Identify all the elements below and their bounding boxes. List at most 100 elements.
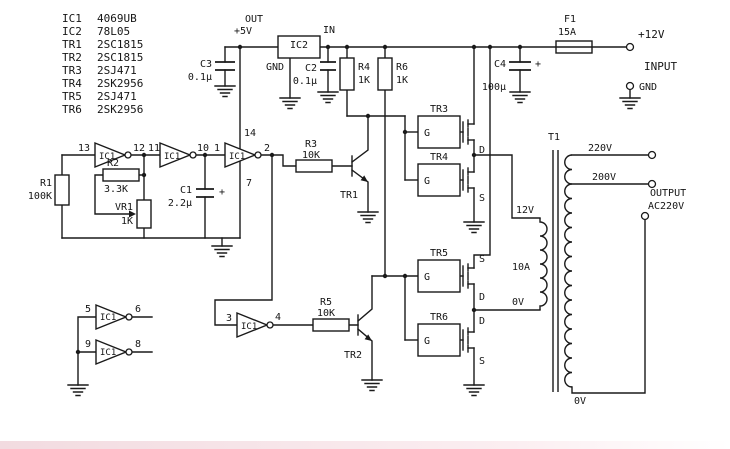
resistor-r2: [102, 168, 140, 182]
gate5-label: IC1: [100, 313, 116, 323]
parts-value: 78L05: [97, 25, 130, 38]
fuse-f1-body: [555, 40, 593, 54]
label-c2: C2: [305, 63, 317, 74]
label-c3-val: 0.1μ: [188, 72, 212, 83]
capacitor-c1: [196, 188, 214, 198]
terminal-plus12v: [625, 42, 635, 52]
parts-ref: TR4: [62, 77, 82, 90]
label-tap-220v: 220V: [588, 143, 612, 154]
capacitor-c4: [509, 61, 531, 71]
parts-value: 2SC1815: [97, 51, 143, 64]
label-r2: R2: [107, 158, 119, 169]
terminal-220v: [647, 150, 657, 160]
label-c3: C3: [200, 59, 212, 70]
gate3-bubble: [254, 151, 262, 159]
parts-value: 2SC1815: [97, 38, 143, 51]
pin-8: 8: [135, 339, 141, 350]
inverter-gate-2: [159, 141, 192, 169]
label-tr5-gate: G: [424, 272, 430, 283]
label-tap-0v-primary: 0V: [512, 297, 524, 308]
inverter-gate-1: [94, 141, 127, 169]
label-c1: C1: [180, 185, 192, 196]
ground-tr2: [361, 379, 383, 392]
capacitor-c2: [320, 61, 336, 71]
terminals: [625, 42, 657, 221]
vr1-wiper-arrow: [129, 210, 136, 218]
component-bodies: [54, 35, 593, 366]
ground-oscillator: [211, 245, 233, 258]
mosfet-tr6-box: [417, 323, 461, 357]
label-t1: T1: [548, 132, 560, 143]
junction-dots: [75, 44, 523, 355]
label-c2-val: 0.1μ: [293, 76, 317, 87]
label-in: IN: [323, 25, 335, 36]
gate6-label: IC1: [100, 348, 116, 358]
ground-tr6: [463, 384, 485, 397]
label-rating-10a: 10A: [512, 262, 530, 273]
ground-spare-gates: [67, 384, 89, 397]
label-tr5-drain: D: [479, 292, 485, 303]
parts-ref: TR1: [62, 38, 82, 51]
label-tr5-source: S: [479, 254, 485, 265]
pin-14: 14: [244, 128, 256, 139]
label-r2-val: 3.3K: [104, 184, 128, 195]
label-c1-plus: +: [219, 187, 225, 198]
gate3-label: IC1: [229, 152, 245, 162]
label-c1-val: 2.2μ: [168, 198, 192, 209]
label-input: INPUT: [644, 60, 677, 73]
label-f1-val: 15A: [558, 27, 576, 38]
wire-segments: [61, 46, 650, 394]
label-r3: R3: [305, 139, 317, 150]
parts-value: 2SK2956: [97, 103, 143, 116]
bottom-artifact-strip: [0, 441, 730, 449]
label-input-gnd: GND: [639, 82, 657, 93]
pin-3: 3: [226, 313, 232, 324]
gate1-bubble: [124, 151, 132, 159]
ground-c4: [509, 91, 531, 104]
parts-ref: IC1: [62, 12, 82, 25]
terminal-input-gnd: [625, 81, 635, 91]
gate4-label: IC1: [241, 322, 257, 332]
parts-ref: TR5: [62, 90, 82, 103]
label-r1-val: 100K: [28, 191, 52, 202]
label-ac220v: AC220V: [648, 201, 684, 212]
label-tr4-source: S: [479, 193, 485, 204]
parts-value: 2SK2956: [97, 77, 143, 90]
gate2-bubble: [189, 151, 197, 159]
label-tr6-drain: D: [479, 316, 485, 327]
label-output: OUTPUT: [650, 188, 686, 199]
tr1-emitter-arrow: [360, 175, 368, 182]
parts-value: 2SJ471: [97, 90, 137, 103]
label-r5: R5: [320, 297, 332, 308]
tr2-emitter-arrow: [364, 334, 372, 341]
label-c4-plus: +: [535, 59, 541, 70]
inverter-gate-5: [95, 303, 128, 331]
label-r5-val: 10K: [317, 308, 335, 319]
mosfet-tr5-box: [417, 259, 461, 293]
inverter-gate-3: [224, 141, 257, 169]
label-tr6-source: S: [479, 356, 485, 367]
pin-7: 7: [246, 178, 252, 189]
label-r4: R4: [358, 62, 370, 73]
gate6-bubble: [125, 348, 133, 356]
label-tr5: TR5: [430, 248, 448, 259]
parts-ref: TR3: [62, 64, 82, 77]
label-r6: R6: [396, 62, 408, 73]
pin-1: 1: [214, 143, 220, 154]
label-r6-val: 1K: [396, 75, 408, 86]
parts-ref: IC2: [62, 25, 82, 38]
label-out: OUT: [245, 14, 263, 25]
resistor-r5: [312, 318, 350, 332]
label-vr1: VR1: [115, 202, 133, 213]
parts-ref: TR6: [62, 103, 82, 116]
primary-winding: [539, 218, 548, 310]
gate5-bubble: [125, 313, 133, 321]
resistor-r4: [339, 57, 355, 91]
label-vr1-val: 1K: [121, 216, 133, 227]
parts-value: 2SJ471: [97, 64, 137, 77]
pin-5: 5: [85, 304, 91, 315]
label-c4-val: 100μ: [482, 82, 506, 93]
capacitor-c3: [215, 61, 235, 71]
label-ic2: IC2: [290, 40, 308, 51]
